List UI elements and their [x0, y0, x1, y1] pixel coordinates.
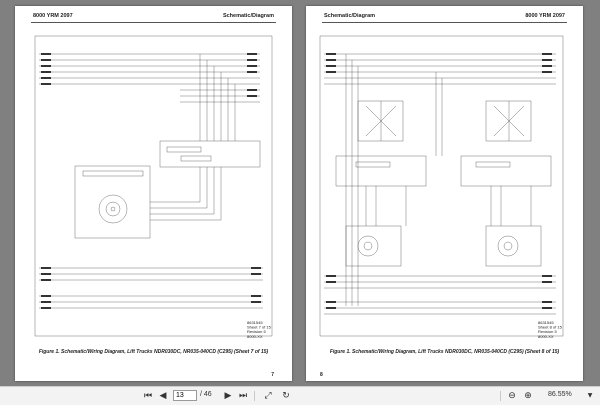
sheet-stamp-line-1: 8631545: [538, 320, 554, 325]
page-header-right: Schematic/Diagram: [222, 13, 274, 19]
zoom-in-icon[interactable]: ⊕: [524, 391, 532, 401]
page-number: 8: [320, 372, 323, 378]
sheet-stamp-line-2: Sheet 8 of 15: [538, 325, 563, 330]
page-7: 8000 YRM 2097 Schematic/Diagram: [15, 6, 292, 381]
figure-caption: Figure 1. Schematic/Wiring Diagram, Lift…: [329, 349, 560, 355]
next-page-icon[interactable]: ▶: [224, 391, 232, 401]
toolbar-divider: [500, 391, 501, 401]
zoom-level[interactable]: 86.55%: [548, 391, 572, 398]
last-page-icon[interactable]: ⏭: [238, 391, 248, 401]
figure-caption: Figure 1. Schematic/Wiring Diagram, Lift…: [38, 349, 269, 355]
sheet-stamp-line-3: Revision 5: [247, 329, 266, 334]
sheet-stamp-line-4: 8000-XX: [247, 334, 263, 339]
page-header-left: 8000 YRM 2097: [33, 13, 73, 19]
page-number: 7: [271, 372, 274, 378]
viewer-toolbar: ⏮ ◀ / 46 ▶ ⏭ ⤢ ↻ ⊖ ⊕ 86.55% ▼: [0, 386, 600, 405]
page-header-right: 8000 YRM 2097: [525, 13, 565, 19]
page-8: Schematic/Diagram 8000 YRM 2097: [306, 6, 583, 381]
page-total: / 46: [200, 391, 212, 398]
sheet-stamp-line-1: 8631545: [247, 320, 263, 325]
schematic-diagram-sheet-8: 8631545 Sheet 8 of 15 Revision 5 8000-XX: [319, 35, 564, 339]
page-number-input[interactable]: [173, 390, 197, 401]
first-page-icon[interactable]: ⏮: [143, 391, 153, 401]
sheet-stamp-line-3: Revision 5: [538, 329, 557, 334]
page-header-left: Schematic/Diagram: [324, 13, 376, 19]
prev-page-icon[interactable]: ◀: [159, 391, 167, 401]
sheet-stamp-line-4: 8000-XX: [538, 334, 554, 339]
header-rule: [322, 22, 567, 23]
zoom-out-icon[interactable]: ⊖: [508, 391, 516, 401]
toolbar-divider: [254, 391, 255, 401]
document-viewport[interactable]: 8000 YRM 2097 Schematic/Diagram: [0, 0, 600, 386]
zoom-menu-icon[interactable]: ▼: [587, 392, 593, 399]
sheet-stamp-line-2: Sheet 7 of 15: [247, 325, 272, 330]
schematic-diagram-sheet-7: 8631545 Sheet 7 of 15 Revision 5 8000-XX: [34, 35, 273, 339]
rotate-icon[interactable]: ↻: [282, 391, 290, 401]
fit-page-icon[interactable]: ⤢: [264, 391, 272, 401]
header-rule: [31, 22, 276, 23]
